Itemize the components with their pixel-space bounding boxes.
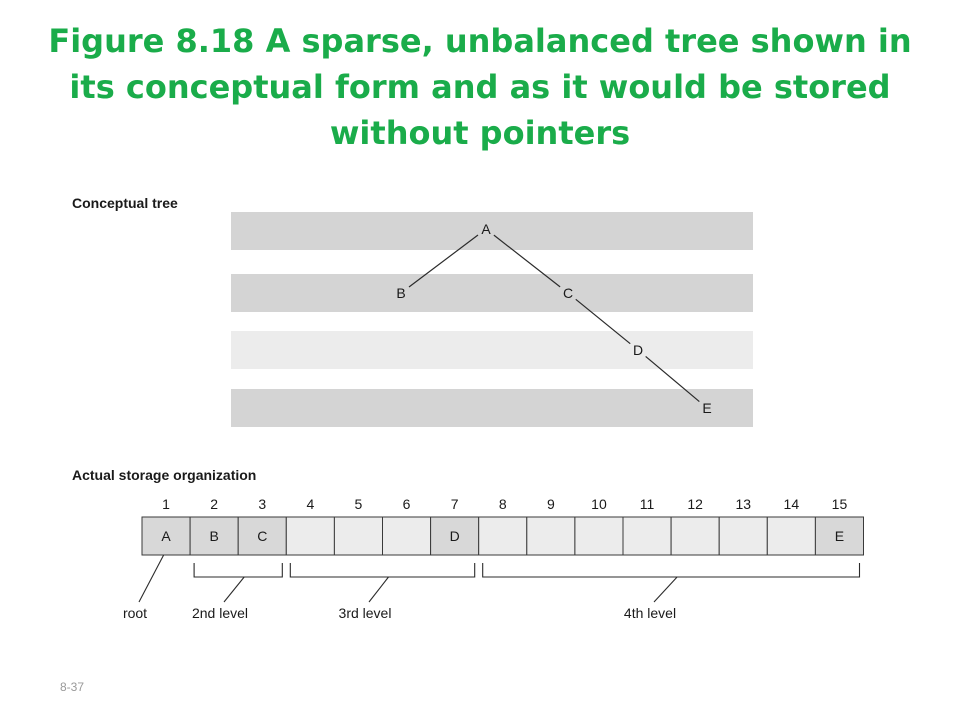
- pointer-2nd-level: [223, 576, 245, 603]
- pointer-4th-level: [653, 576, 678, 603]
- storage-cell-6: [382, 516, 432, 556]
- level-band-1: [231, 212, 753, 250]
- storage-index-4: 4: [306, 496, 314, 512]
- storage-cell-14: [766, 516, 816, 556]
- group-label-2nd-level: 2nd level: [192, 605, 248, 621]
- storage-index-7: 7: [451, 496, 459, 512]
- storage-cell-13: [718, 516, 768, 556]
- storage-index-12: 12: [687, 496, 703, 512]
- level-band-3: [231, 331, 753, 369]
- storage-organization-label: Actual storage organization: [72, 467, 257, 483]
- storage-index-5: 5: [355, 496, 363, 512]
- storage-index-14: 14: [784, 496, 800, 512]
- figure-title: Figure 8.18 A sparse, unbalanced tree sh…: [48, 22, 912, 152]
- storage-cell-10: [574, 516, 624, 556]
- storage-value-7: D: [450, 528, 460, 544]
- storage-index-3: 3: [258, 496, 266, 512]
- storage-index-10: 10: [591, 496, 607, 512]
- edge-c-d: [575, 298, 631, 345]
- storage-cell-8: [478, 516, 528, 556]
- bracket-2nd-level: [193, 563, 283, 578]
- slide-number: 8-37: [60, 680, 85, 694]
- tree-node-d: D: [633, 342, 643, 358]
- tree-node-b: B: [396, 285, 405, 301]
- storage-value-15: E: [835, 528, 844, 544]
- storage-index-11: 11: [640, 496, 655, 512]
- group-label-4th-level: 4th level: [624, 605, 676, 621]
- tree-node-e: E: [702, 400, 711, 416]
- group-label-3rd-level: 3rd level: [339, 605, 392, 621]
- level-band-2: [231, 274, 753, 312]
- storage-value-2: B: [209, 528, 218, 544]
- storage-index-2: 2: [210, 496, 218, 512]
- storage-cell-9: [526, 516, 576, 556]
- storage-cell-3: [237, 516, 287, 556]
- edge-d-e: [645, 355, 700, 403]
- storage-cell-7: [430, 516, 480, 556]
- storage-cell-15: [814, 516, 865, 556]
- group-label-root: root: [123, 605, 147, 621]
- storage-cell-2: [189, 516, 239, 556]
- storage-cell-11: [622, 516, 672, 556]
- conceptual-tree-label: Conceptual tree: [72, 195, 178, 211]
- storage-cell-1: [141, 516, 191, 556]
- storage-value-3: C: [257, 528, 267, 544]
- pointer-root: [138, 554, 165, 603]
- storage-index-6: 6: [403, 496, 411, 512]
- bracket-3rd-level: [289, 563, 476, 578]
- storage-cell-5: [333, 516, 383, 556]
- storage-index-9: 9: [547, 496, 555, 512]
- storage-cell-12: [670, 516, 720, 556]
- tree-node-c: C: [563, 285, 573, 301]
- storage-index-15: 15: [832, 496, 848, 512]
- level-band-4: [231, 389, 753, 427]
- edge-a-b: [408, 234, 479, 288]
- bracket-4th-level: [482, 563, 861, 578]
- pointer-3rd-level: [368, 576, 389, 603]
- storage-index-13: 13: [735, 496, 751, 512]
- storage-index-1: 1: [162, 496, 170, 512]
- storage-value-1: A: [161, 528, 171, 544]
- edge-a-c: [493, 234, 561, 288]
- storage-cell-4: [285, 516, 335, 556]
- storage-index-8: 8: [499, 496, 507, 512]
- tree-node-a: A: [481, 221, 491, 237]
